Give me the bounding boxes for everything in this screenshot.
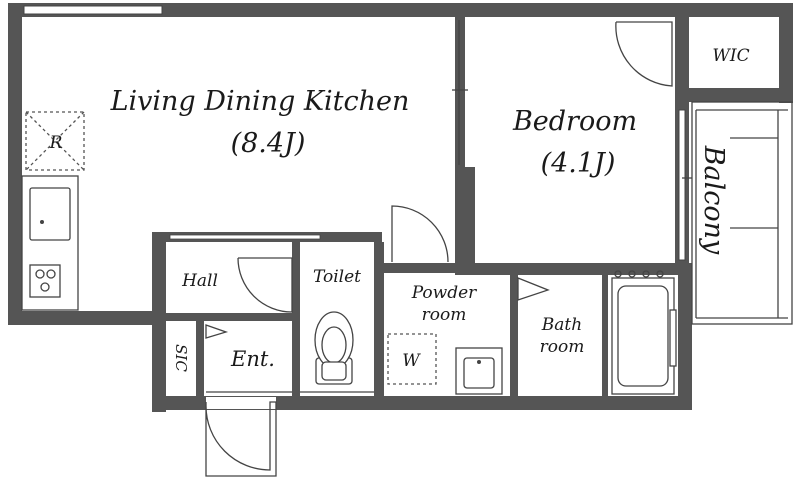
washer-mark: W <box>402 351 421 371</box>
bath-room-label-1: Bath <box>541 315 582 335</box>
ldk-size-label: (8.4J) <box>231 128 306 159</box>
toilet-fixture <box>314 311 354 385</box>
balcony-label: Balcony <box>698 145 729 255</box>
sic-label: SIC <box>172 344 190 372</box>
entrance-label: Ent. <box>230 347 275 371</box>
doors <box>205 20 692 477</box>
ldk-label: Living Dining Kitchen <box>110 86 410 117</box>
washer-space <box>387 333 437 385</box>
bathtub <box>611 270 677 395</box>
walls <box>8 3 793 412</box>
powder-room-label-2: room <box>422 305 467 325</box>
hall-label: Hall <box>181 271 218 291</box>
kitchen-counter <box>21 175 79 311</box>
toilet-label: Toilet <box>313 267 361 287</box>
wic-label: WIC <box>712 46 749 66</box>
powder-room-label-1: Powder <box>411 283 477 303</box>
bath-room-label-2: room <box>540 337 585 357</box>
refrigerator-mark: R <box>49 133 63 153</box>
refrigerator-space <box>25 111 85 171</box>
balcony-area <box>691 101 793 325</box>
wash-basin <box>455 347 503 395</box>
bedroom-label: Bedroom <box>512 106 637 137</box>
bedroom-size-label: (4.1J) <box>541 148 616 179</box>
